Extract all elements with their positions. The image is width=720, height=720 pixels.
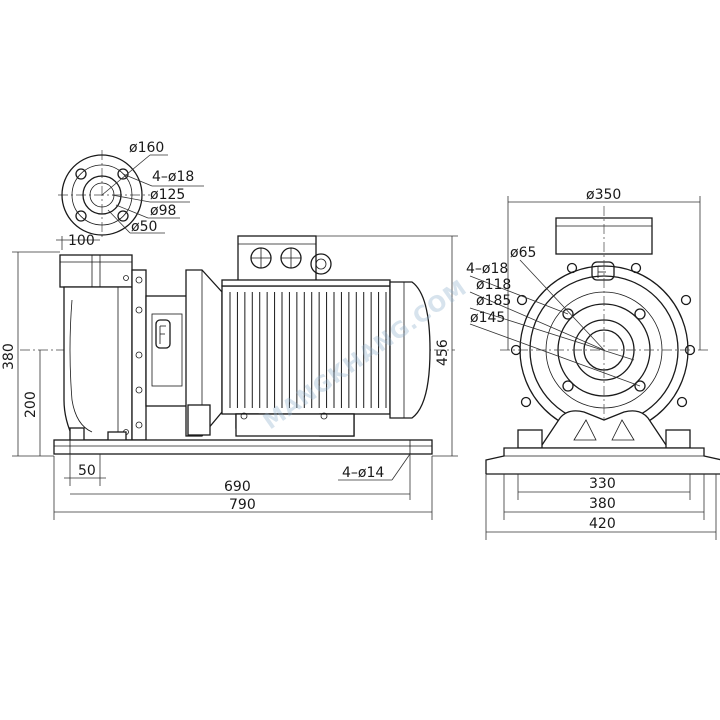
dim-foot-holes: 4–ø14 [342,465,384,481]
end-dim-65: ø65 [510,245,536,261]
flange-dim-50: ø50 [131,219,157,235]
end-dim-bolts: 4–ø18 [466,261,508,277]
end-dim-380: 380 [589,496,616,512]
end-dim-420: 420 [589,516,616,532]
side-view-dimensions [12,235,458,520]
dim-790: 790 [229,497,256,513]
flange-dim-160: ø160 [129,140,164,156]
offset-dim-100: 100 [68,233,95,249]
dim-456: 456 [435,339,451,366]
pump-end-view [485,206,720,475]
end-dim-350: ø350 [586,187,621,203]
dim-690: 690 [224,479,251,495]
flange-dim-125: ø125 [150,187,185,203]
end-dim-118: ø118 [476,277,511,293]
flange-dim-bolts: 4–ø18 [152,169,194,185]
pump-side-view [20,235,455,455]
end-dim-145: ø145 [470,310,505,326]
flange-dim-98: ø98 [150,203,176,219]
dim-200: 200 [23,391,39,418]
end-dim-185: ø185 [476,293,511,309]
end-dim-330: 330 [589,476,616,492]
dim-50: 50 [78,463,96,479]
end-view-dimensions [469,196,717,540]
suction-flange-view [58,150,204,240]
motor-cooling-fins [229,292,387,408]
dim-380: 380 [1,343,17,370]
